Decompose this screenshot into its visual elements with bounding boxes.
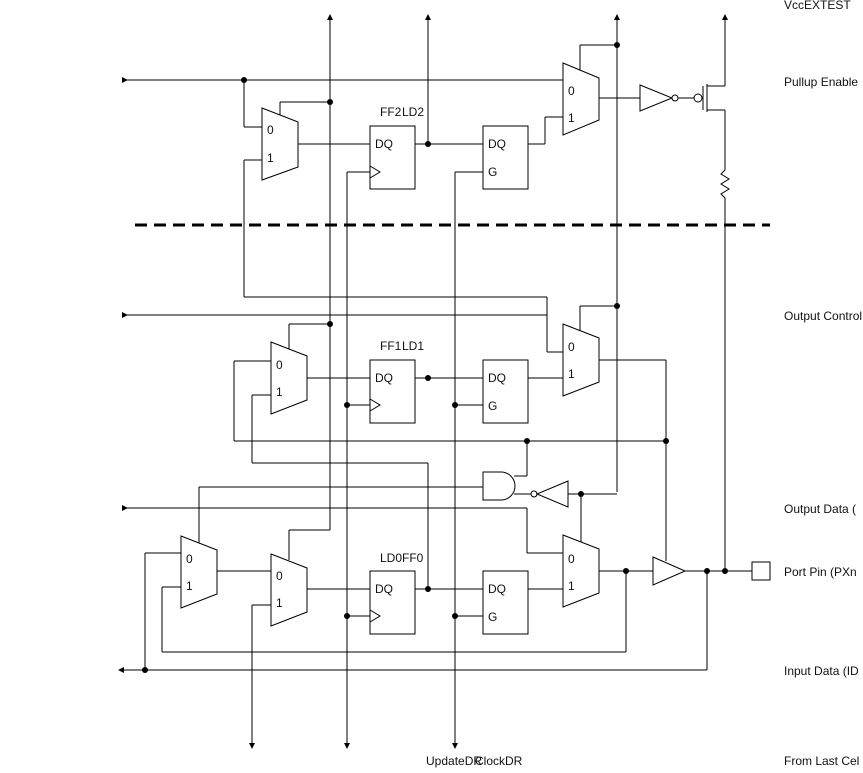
and-gate	[482, 471, 516, 501]
ld0-dq-label: DQ	[488, 582, 506, 596]
arrow-down-icon	[344, 743, 350, 749]
mux-input-1-label: 1	[568, 367, 575, 381]
mux-input-1-label: 1	[276, 385, 283, 399]
label-from-last-cell: From Last Cel	[784, 754, 859, 768]
ld2-top-label: LD2	[402, 105, 424, 119]
ld1-dq-label: DQ	[488, 371, 506, 385]
mux-input-0-label: 0	[267, 123, 274, 137]
ld1-g-label: G	[488, 399, 497, 413]
ff2-dq-label: DQ	[375, 137, 393, 151]
ff0-dq-label: DQ	[375, 582, 393, 596]
inverter-output-enable	[535, 480, 569, 508]
arrow-up-icon	[425, 14, 431, 20]
arrow-down-icon	[249, 743, 255, 749]
mux-input-1-label: 1	[267, 151, 274, 165]
flipflop-ff0	[369, 570, 416, 635]
latch-ld1	[482, 359, 529, 424]
label-output-control: Output Control	[784, 309, 862, 323]
mux-pullup-output	[562, 62, 600, 136]
label-port-pin: Port Pin (PXn	[784, 565, 857, 579]
mux-capture-select	[270, 553, 308, 627]
mux-input-0-label: 0	[276, 569, 283, 583]
ff1-dq-label: DQ	[375, 371, 393, 385]
output-control-section: 0 1 FF1 LD1 DQ DQ G 0 1	[122, 303, 669, 589]
port-pin-pad	[751, 561, 771, 581]
ld0-top-label: LD0	[380, 551, 402, 565]
ff1-label: FF1	[380, 339, 402, 353]
mux-input-1-label: 1	[276, 596, 283, 610]
flipflop-ff2	[369, 125, 416, 190]
arrow-right-icon	[122, 505, 128, 511]
arrow-down-icon	[452, 743, 458, 749]
mux-input-0-label: 0	[568, 552, 575, 566]
arrow-up-icon	[327, 14, 333, 20]
mux-pullup-select	[261, 107, 299, 181]
mux-input-1-label: 1	[568, 111, 575, 125]
label-update-dr: UpdateDR	[426, 754, 482, 768]
vertical-bus-lines	[249, 14, 728, 749]
output-data-section: 0 1 0 1 LD0 FF0 DQ DQ G	[118, 505, 771, 673]
pullup-resistor	[720, 169, 730, 199]
arrow-left-icon	[118, 667, 124, 673]
ld2-dq-label: DQ	[488, 137, 506, 151]
signal-labels: VccEXTEST Pullup Enable Output Control O…	[426, 0, 862, 768]
label-input-data: Input Data (ID	[784, 664, 859, 678]
mux-input-1-label: 1	[568, 579, 575, 593]
mux-data-output	[562, 534, 600, 608]
mux-input-0-label: 0	[568, 84, 575, 98]
label-clock-dr: ClockDR	[475, 754, 523, 768]
arrow-right-icon	[122, 312, 128, 318]
inverter-pullup	[639, 84, 674, 112]
arrow-right-icon	[122, 77, 128, 83]
mux-input-0-label: 0	[568, 340, 575, 354]
latch-ld2	[482, 125, 529, 190]
pullup-section: 0 1 FF2 LD2 DQ DQ G 0 1	[122, 42, 730, 571]
flipflop-ff1	[369, 359, 416, 424]
arrow-up-icon	[722, 14, 728, 20]
label-output-data: Output Data (	[784, 502, 856, 516]
ff0-label: FF0	[402, 551, 424, 565]
mux-shift-select	[180, 535, 218, 609]
arrow-up-icon	[614, 14, 620, 20]
label-vcc-extest: VccEXTEST	[784, 0, 851, 12]
latch-ld0	[482, 570, 529, 635]
label-pullup-enable: Pullup Enable	[784, 75, 858, 89]
output-buffer	[652, 556, 687, 586]
ld1-top-label: LD1	[402, 339, 424, 353]
mux-input-0-label: 0	[186, 552, 193, 566]
ff2-label: FF2	[380, 105, 402, 119]
ld2-g-label: G	[488, 165, 497, 179]
mux-control-select	[270, 341, 308, 415]
mux-input-1-label: 1	[186, 579, 193, 593]
ld0-g-label: G	[488, 610, 497, 624]
mux-input-0-label: 0	[276, 358, 283, 372]
mux-control-output	[562, 323, 600, 397]
